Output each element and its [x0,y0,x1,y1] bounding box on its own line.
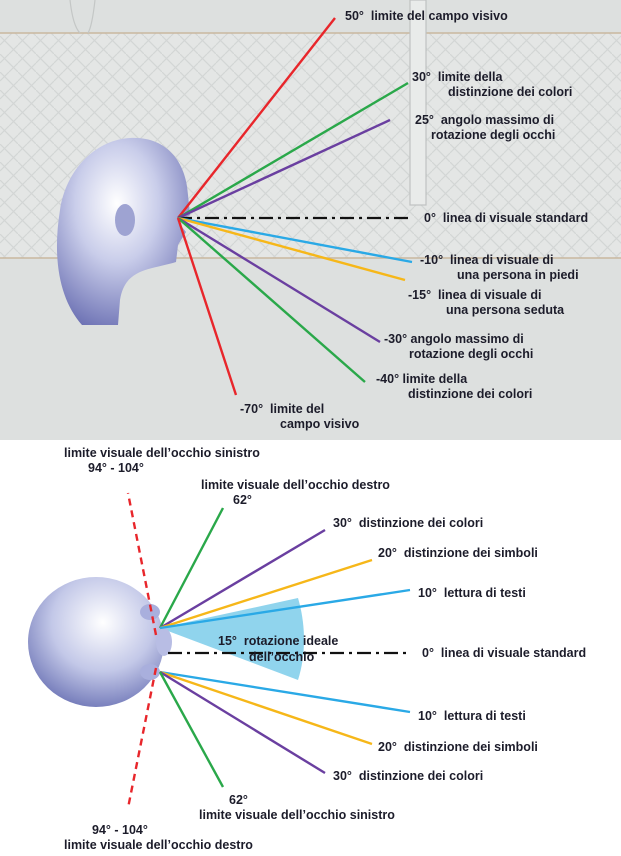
left-eye-bottom-label-2: limite visuale dell’occhio sinistro [199,808,395,823]
eye-rotation-down-label-1: -30° angolo massimo di [384,332,524,347]
fov-up-label: 50° limite del campo visivo [345,9,508,24]
reading-bottom-label: 10° lettura di testi [418,709,526,724]
standard-top-label: 0° linea di visuale standard [422,646,586,661]
color-limit-down-label-1: -40° limite della [376,372,467,387]
color-limit-up-label-2: distinzione dei colori [448,85,572,100]
color-limit-down-label-2: distinzione dei colori [408,387,532,402]
rotation-label-2: dell’occhio [249,650,314,665]
standing-label-1: -10° linea di visuale di [420,253,554,268]
wall-post [410,0,426,205]
right-eye-top-label-2: 62° [233,493,252,508]
fov-down-label-2: campo visivo [280,417,359,432]
right-eye-bottom-label-1: 94° - 104° [92,823,148,838]
eye-rotation-up-label-1: 25° angolo massimo di [415,113,554,128]
right-eye-top-label-1: limite visuale dell’occhio destro [201,478,390,493]
fov-down-label-1: -70° limite del [240,402,324,417]
left-eye-bottom-label-1: 62° [229,793,248,808]
left-eye-top-label-2: 94° - 104° [88,461,144,476]
eye-rotation-down-label-2: rotazione degli occhi [409,347,533,362]
reading-top-label: 10° lettura di testi [418,586,526,601]
color-top-label: 30° distinzione dei colori [333,516,483,531]
seated-label-1: -15° linea di visuale di [408,288,542,303]
eye-rotation-up-label-2: rotazione degli occhi [431,128,555,143]
color-limit-up-label-1: 30° limite della [412,70,502,85]
left-eye-top-label-1: limite visuale dell’occhio sinistro [64,446,260,461]
symbol-bottom-label: 20° distinzione dei simboli [378,740,538,755]
seated-label-2: una persona seduta [446,303,564,318]
standing-label-2: una persona in piedi [457,268,579,283]
standard-label: 0° linea di visuale standard [424,211,588,226]
symbol-top-label: 20° distinzione dei simboli [378,546,538,561]
rotation-label-1: 15° rotazione ideale [218,634,338,649]
color-bottom-label: 30° distinzione dei colori [333,769,483,784]
right-eye-bottom-label-2: limite visuale dell’occhio destro [64,838,253,853]
